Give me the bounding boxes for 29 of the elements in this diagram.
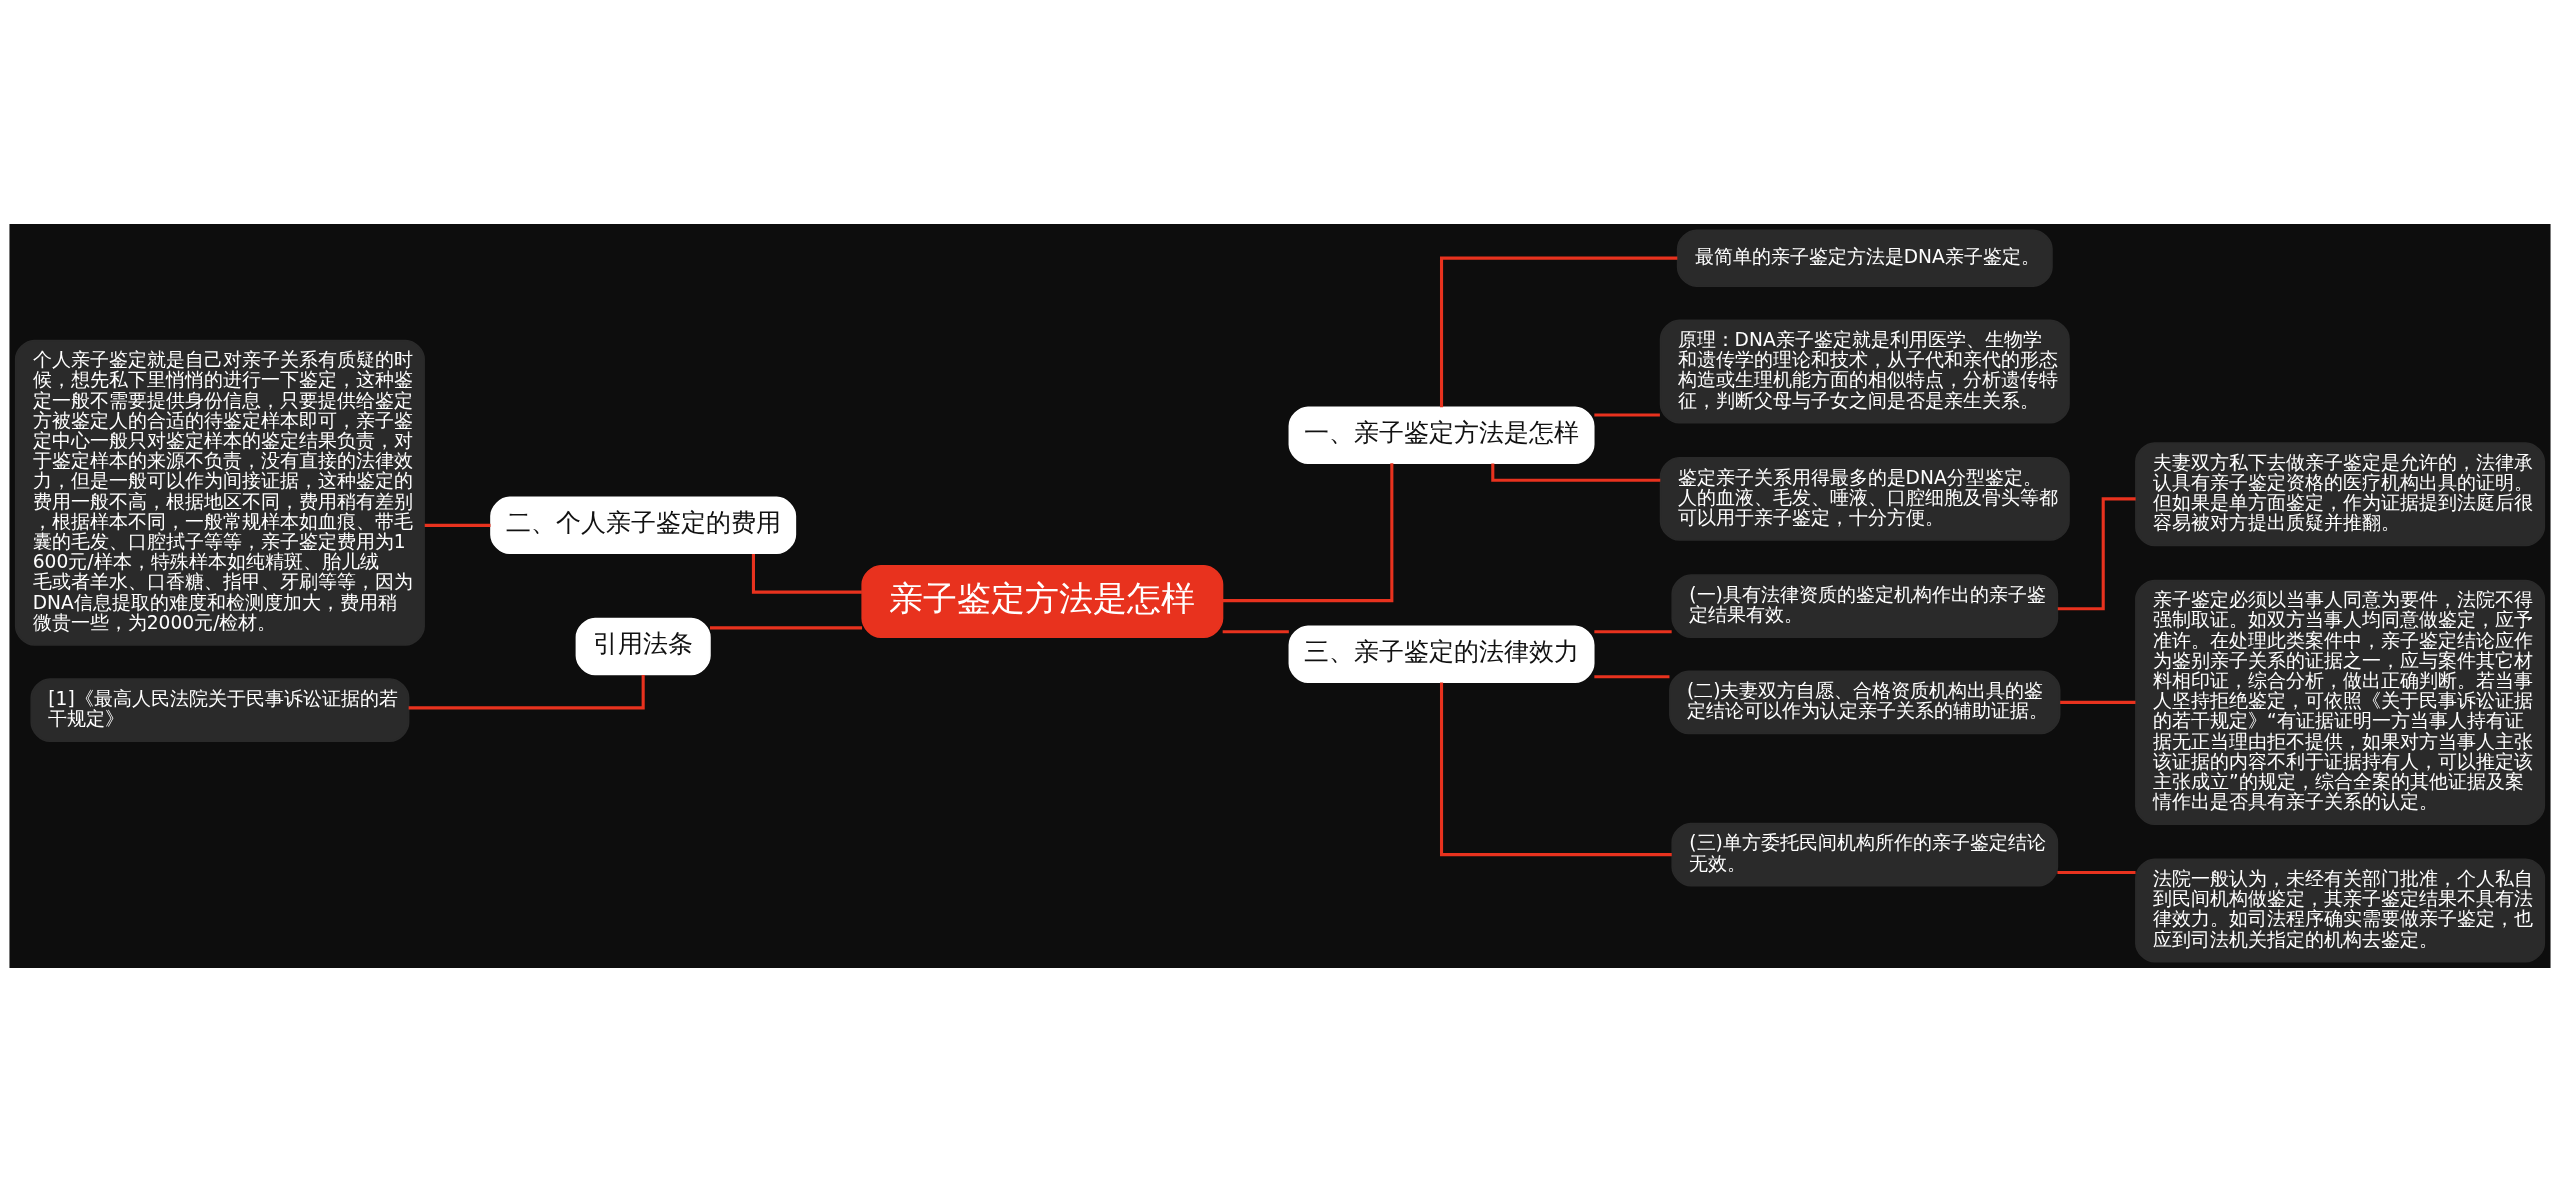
connector (1594, 630, 1672, 634)
connector (1440, 256, 1678, 408)
connector (1594, 413, 1660, 417)
node-box: [1]《最高人民法院关于民事诉讼证据的若干规定》 (30, 678, 410, 742)
node-box: (一)具有法律资质的鉴定机构作出的亲子鉴定结果有效。 (1671, 574, 2059, 638)
node-box: 一、亲子鉴定方法是怎样 (1288, 406, 1595, 464)
connector (2057, 870, 2136, 875)
node-box: 二、个人亲子鉴定的费用 (490, 496, 797, 555)
connector (1222, 630, 1289, 634)
connector (1594, 675, 1670, 679)
node-box: (二)夫妻双方自愿、合格资质机构出具的鉴定结论可以作为认定亲子关系的辅助证据。 (1669, 670, 2061, 735)
node-box: 个人亲子鉴定就是自己对亲子关系有质疑的时候，想先私下里悄悄的进行一下鉴定，这种鉴定一般不需要提供身份信息，只要提供给鉴定方被鉴定人的合适的待鉴定样本即可，亲子鉴定中心一般只对鉴定样本的鉴定结果负责，对于鉴定样本的来源不负责，没有直接的法律效力，但是一般可以作为间接证据，这种鉴定的费用一般不高，根据地区不同，费用稍有差别，根据样本不同，一般常规样本如血痕、带毛囊的毛发、口腔拭子等等，亲子鉴定费用为1600元/样本，特殊样本如纯精斑、胎儿绒毛或者羊水、口香糖、指甲、牙刷等等，因为DNA信息提取的难度和检测度加大，费用稍微贵一些，为2000元/检材。 (14, 339, 425, 646)
node-box: 鉴定亲子关系用得最多的是DNA分型鉴定。人的血液、毛发、唾液、口腔细胞及骨头等都可以用于亲子鉴定，十分方便。 (1659, 457, 2070, 541)
node-box: 三、亲子鉴定的法律效力 (1288, 625, 1595, 683)
node-box: (三)单方委托民间机构所作的亲子鉴定结论无效。 (1671, 822, 2059, 887)
node-box: 法院一般认为，未经有关部门批准，个人私自到民间机构做鉴定，其亲子鉴定结果不具有法律效力。如司法程序确实需要做亲子鉴定，也应到司法机关指定的机构去鉴定。 (2135, 858, 2546, 963)
connector (1491, 463, 1661, 482)
node-box: 亲子鉴定必须以当事人同意为要件，法院不得强制取证。如双方当事人均同意做鉴定，应予准许。在处理此类案件中，亲子鉴定结论应作为鉴别亲子关系的证据之一，应与案件其它材料相印证，综合分析，做出正确判断。若当事人坚持拒绝鉴定，可依照《关于民事诉讼证据的若干规定》“有证据证明一方当事人持有证据无正当理由拒不提供，如果对方当事人主张该证据的内容不利于证据持有人，可以推定该主张成立”的规定，综合全案的其他证据及案情作出是否具有亲子关系的认定。 (2135, 579, 2546, 826)
node-box: 引用法条 (575, 617, 711, 676)
connector (2060, 700, 2136, 704)
connector (1440, 682, 1672, 857)
connector (751, 554, 862, 594)
connector (710, 626, 863, 630)
node-box: 亲子鉴定方法是怎样 (861, 564, 1224, 638)
node-box: 最简单的亲子鉴定方法是DNA亲子鉴定。 (1676, 229, 2053, 287)
connector (1222, 463, 1394, 603)
node-box: 原理：DNA亲子鉴定就是利用医学、生物学和遗传学的理论和技术，从子代和亲代的形态构造或生理机能方面的相似特点，分析遗传特征，判断父母与子女之间是否是亲生关系。 (1659, 319, 2070, 424)
node-box: 夫妻双方私下去做亲子鉴定是允许的，法律承认具有亲子鉴定资格的医疗机构出具的证明。但如果是单方面鉴定，作为证据提到法庭后很容易被对方提出质疑并推翻。 (2135, 442, 2546, 547)
connector (424, 523, 491, 527)
